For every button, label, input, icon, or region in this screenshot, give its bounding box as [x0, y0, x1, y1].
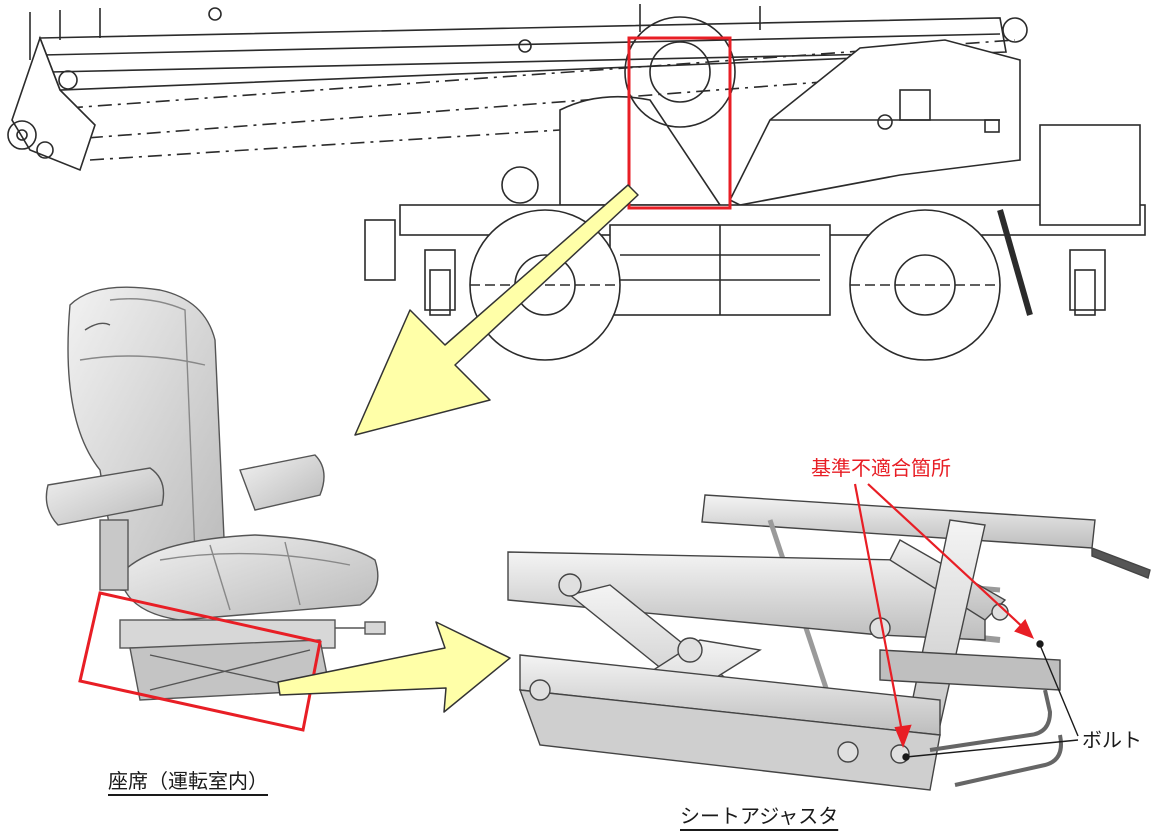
seat-adjuster-illustration: [507, 494, 1151, 791]
defect-location-label: 基準不適合箇所: [811, 456, 951, 480]
bolt-pointer-lines: [902, 640, 1079, 761]
seat-caption: 座席（運転室内）: [108, 769, 268, 793]
seat-illustration: [45, 286, 386, 701]
seat-adjuster-caption: シートアジャスタ: [680, 804, 839, 828]
arrow-cab-to-seat: [354, 184, 639, 436]
defect-pointer-lines: [853, 483, 1035, 749]
seat-base-highlight-box: [78, 591, 322, 732]
bolt-label: ボルト: [1082, 728, 1142, 752]
crane-drawing: [7, 4, 1146, 361]
arrow-seat-to-adjuster: [277, 621, 511, 713]
cab-highlight-box: [627, 36, 732, 210]
